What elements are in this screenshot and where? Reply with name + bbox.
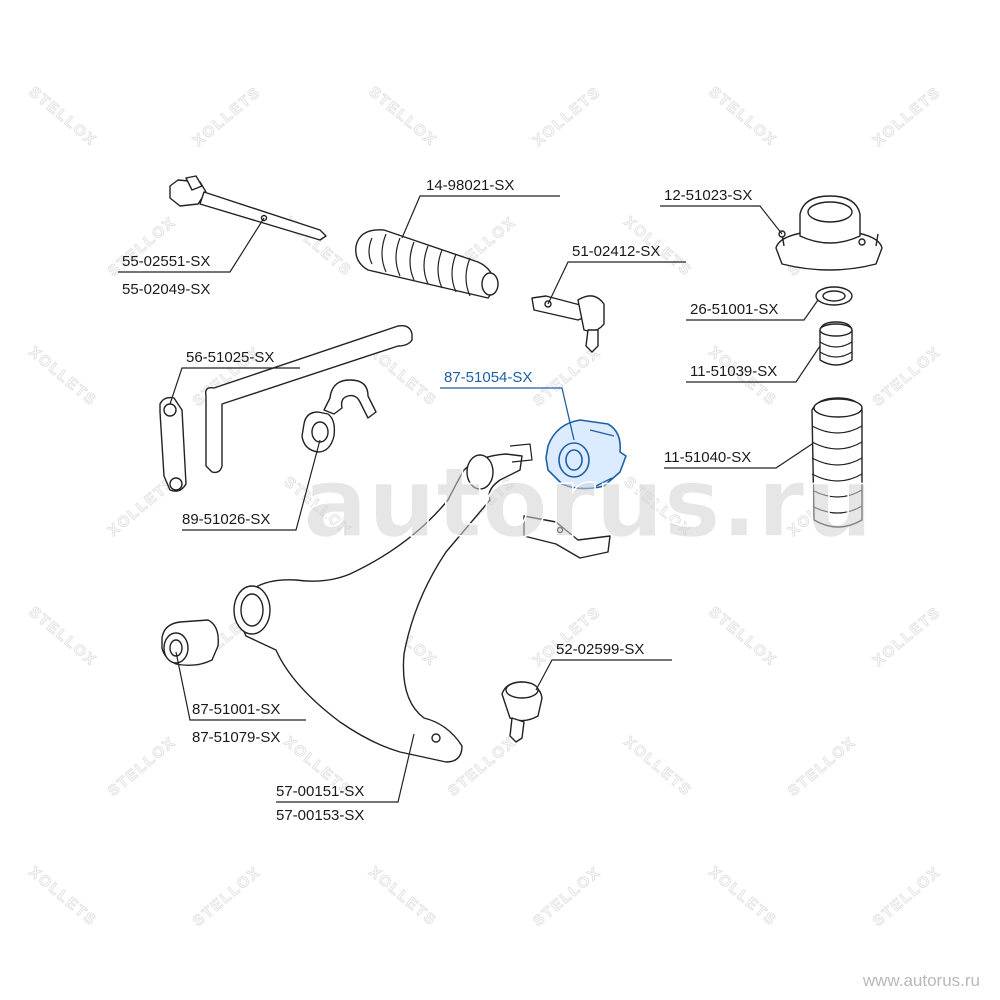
tie-rod-end-drawing <box>531 295 605 353</box>
control-arm-drawing <box>233 443 533 763</box>
label-arm-bushing-highlighted: 87-51054-SX <box>444 369 532 386</box>
brand-watermark-text: STELLOX <box>530 863 605 929</box>
strut-mount-drawing <box>775 195 883 271</box>
label-bump-stop: 11-51039-SX <box>690 363 777 380</box>
label-rear-bushing-1: 87-51001-SX <box>192 701 280 718</box>
label-boot: 14-98021-SX <box>426 177 514 194</box>
strut-bearing-drawing <box>815 286 853 306</box>
label-control-arm-1: 57-00151-SX <box>276 783 364 800</box>
brand-watermark-text: STELLOX <box>706 603 781 669</box>
brand-watermark-text: STELLOX <box>706 83 781 149</box>
part-labels: 55-02551-SX 55-02049-SX 14-98021-SX 51-0… <box>122 177 778 824</box>
stabilizer-link-drawing <box>159 396 187 492</box>
site-overlay-watermark: autorus.ru <box>303 447 873 559</box>
label-stab-bushing: 89-51026-SX <box>182 511 270 528</box>
brand-watermark-text: XOLLETS <box>26 863 101 929</box>
label-control-arm-2: 57-00153-SX <box>276 807 364 824</box>
label-rack-end-2: 55-02049-SX <box>122 281 210 298</box>
brand-watermark-text: XOLLETS <box>530 83 605 149</box>
ball-joint-drawing <box>501 681 543 743</box>
label-bearing: 26-51001-SX <box>690 301 778 318</box>
brand-watermark-text: XOLLETS <box>870 603 945 669</box>
label-stab-link: 56-51025-SX <box>186 349 274 366</box>
dust-boot-drawing <box>811 397 863 528</box>
brand-watermark-text: STELLOX <box>785 733 860 799</box>
brand-watermark-text: XOLLETS <box>870 83 945 149</box>
brand-watermark-text: STELLOX <box>870 343 945 409</box>
bushing-bracket-drawing <box>523 515 611 559</box>
stabilizer-bar-drawing <box>204 324 413 474</box>
site-url-watermark: www.autorus.ru <box>862 971 980 990</box>
inner-tie-rod-drawing <box>169 175 327 241</box>
label-strut-mount: 12-51023-SX <box>664 187 752 204</box>
brand-watermark-text: STELLOX <box>26 83 101 149</box>
brand-watermark-text: STELLOX <box>530 343 605 409</box>
brand-watermark-text: STELLOX <box>190 863 265 929</box>
rear-bushing-drawing <box>161 619 219 667</box>
brand-watermark-text: STELLOX <box>870 863 945 929</box>
arm-bushing-highlighted-drawing <box>545 419 627 490</box>
brand-watermark-text: XOLLETS <box>26 343 101 409</box>
brand-watermark-text: XOLLETS <box>706 863 781 929</box>
brand-watermark-text: XOLLETS <box>621 733 696 799</box>
stabilizer-bushing-drawing <box>301 411 336 453</box>
leader-lines <box>118 195 821 803</box>
label-rear-bushing-2: 87-51079-SX <box>192 729 280 746</box>
label-dust-boot: 11-51040-SX <box>664 449 751 466</box>
brand-watermark-text: XOLLETS <box>366 863 441 929</box>
brand-watermark-text: STELLOX <box>366 83 441 149</box>
label-rack-end-1: 55-02551-SX <box>122 253 210 270</box>
brand-watermark-text: STELLOX <box>105 733 180 799</box>
brand-watermark-text: STELLOX <box>26 603 101 669</box>
brand-watermark-text: XOLLETS <box>190 83 265 149</box>
rack-boot-drawing <box>355 229 499 299</box>
label-ball-joint: 52-02599-SX <box>556 641 644 658</box>
bump-stop-drawing <box>819 321 853 366</box>
label-tie-rod-end: 51-02412-SX <box>572 243 660 260</box>
